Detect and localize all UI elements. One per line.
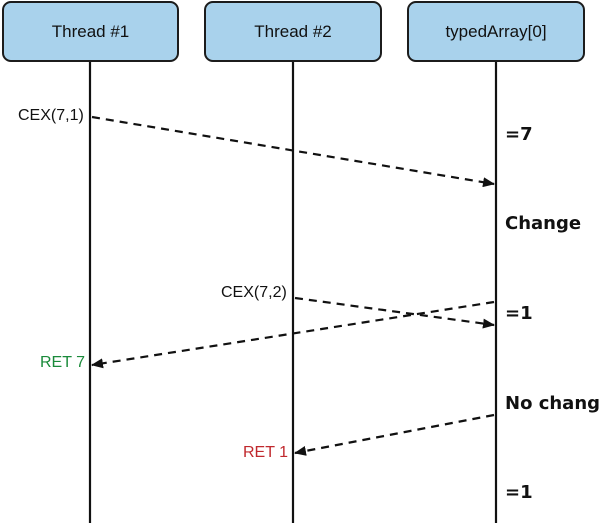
label-cex-7-1: CEX(7,1) <box>18 107 84 124</box>
state-eq-1-second: =1 <box>505 482 533 503</box>
participant-typed-array: typedArray[0] <box>407 1 585 62</box>
state-eq-1-first: =1 <box>505 303 533 324</box>
participant-thread-1: Thread #1 <box>2 1 179 62</box>
label-ret-1: RET 1 <box>243 444 289 461</box>
label-cex-7-2: CEX(7,2) <box>221 284 287 301</box>
participant-thread-1-label: Thread #1 <box>51 21 130 41</box>
participant-thread-2: Thread #2 <box>204 1 382 62</box>
participant-thread-2-label: Thread #2 <box>254 21 332 41</box>
arrow-cex-7-2 <box>294 296 495 329</box>
state-eq-7: =7 <box>505 124 533 145</box>
arrow-ret-7 <box>91 300 495 369</box>
state-no-change: No change <box>505 393 600 414</box>
label-ret-7: RET 7 <box>40 354 86 371</box>
arrow-cex-7-1 <box>91 115 495 188</box>
participant-typed-array-label: typedArray[0] <box>445 21 547 41</box>
arrow-ret-1 <box>294 413 495 456</box>
state-change: Change <box>505 213 582 234</box>
